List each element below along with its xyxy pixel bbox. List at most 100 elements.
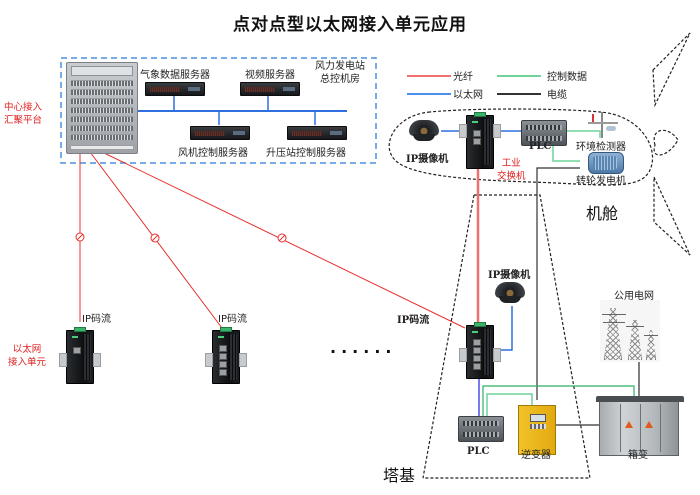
legend-swatch-control [497,74,541,77]
ethernet-port [473,355,481,362]
stream-label-1: IP码流 [82,314,111,325]
industrial-switch-label-line2: 交换机 [497,171,526,182]
legend-item-fiber: 光纤 [407,68,497,83]
camera-dome [409,120,439,136]
legend-swatch-fiber [407,74,451,77]
legend-item-control: 控制数据 [497,68,607,83]
transformer-roof [596,396,684,402]
tower-base-label: 塔基 [383,466,416,485]
core-switch-chassis [66,62,138,154]
warning-sign-icon [645,421,653,428]
cable-generator-inverter [536,167,580,400]
din-rail-right [93,353,101,367]
video-server-label: 视频服务器 [245,70,295,81]
din-rail-left [59,353,67,367]
rotor-blade-top [652,32,691,108]
inverter [518,405,556,455]
pylon-arm [602,314,626,315]
chassis-slot [71,98,133,104]
access-unit-label: 以太网 接入单元 [8,343,46,369]
tower-camera-label: IP摄像机 [488,270,531,281]
generator-label: 转轮发电机 [576,176,626,187]
transformer-door-seam [640,404,641,452]
tower-plc-label: PLC [467,446,490,457]
tower-ip-camera [495,282,525,304]
environment-sensor [586,112,620,138]
rotor-blade-bottom [653,176,691,256]
nacelle-ip-camera [409,120,439,142]
industrial-switch-label-line1: 工业 [501,158,521,169]
more-units-ellipsis: ······ [330,342,397,361]
transformer-door-seam [660,404,661,452]
sensor-crossbar [588,122,618,124]
access-unit-label-line1: 以太网 [12,344,42,355]
ethernet-port [219,345,227,352]
nacelle-plc [521,120,567,146]
ethernet-port [473,339,481,346]
access-unit-label-line2: 接入单元 [8,357,47,368]
nacelle-label: 机舱 [586,204,619,223]
fiber-marker-1 [75,232,85,242]
chassis-slot [71,134,133,140]
camera-dome [495,282,525,298]
rotor-hub [653,129,679,156]
chassis-slot [71,80,133,86]
fiber-marker-2 [150,233,160,243]
legend-swatch-ethernet [407,92,451,95]
ethernet-port [473,347,481,354]
access-unit-2-switch [205,327,247,384]
fiber-line-unit-2 [89,151,223,329]
heatsink-ribs [229,334,237,380]
tower-outline [423,194,591,479]
access-unit-1-switch [59,327,101,384]
chassis-slot [71,107,133,113]
sensor-pole [601,112,603,138]
ethernet-port [473,138,481,145]
terminal-connector [74,327,86,332]
stream-label-2: IP码流 [218,314,247,325]
grid-label: 公用电网 [614,291,654,302]
inverter-display [530,414,546,422]
center-platform-label-line2: 汇聚平台 [4,115,43,126]
terminal-connector [220,327,232,332]
nacelle-industrial-switch [459,112,501,169]
legend-swatch-cable [497,92,541,95]
camera-base [413,134,435,141]
din-rail-left [459,124,467,138]
chassis-top-module [71,66,133,76]
status-led [472,121,478,123]
terminal-connector [474,112,486,117]
warning-sign-icon [625,421,633,428]
substation-control-server [287,126,347,140]
legend: 光纤 控制数据 以太网 电缆 [407,68,607,101]
heatsink-ribs [483,119,491,165]
heatsink-ribs [83,334,91,380]
din-rail-right [239,353,247,367]
control-room-label-line1: 风力发电站 [315,61,365,72]
chassis-slot [71,89,133,95]
legend-label-fiber: 光纤 [453,72,473,83]
weather-server-label: 气象数据服务器 [140,70,210,81]
tower-access-switch [459,322,501,379]
chassis-slot [71,125,133,131]
tower-plc [458,416,504,442]
sensor-cup [606,126,616,131]
eth-camera2-switch [496,306,513,351]
din-rail-right [493,348,501,362]
status-led [472,331,478,333]
chassis-base [70,145,134,150]
inverter-keypad [530,424,546,429]
power-grid-pylons [600,300,660,362]
legend-label-cable: 电缆 [547,90,567,101]
turbine-control-server [190,126,250,140]
control-room-label: 风力发电站 总控机房 [315,60,365,86]
nacelle-camera-label: IP摄像机 [406,154,449,165]
weather-server [145,82,205,96]
camera-base [499,296,521,303]
industrial-switch-label: 工业 交换机 [497,157,526,183]
turbine-control-server-label: 风机控制服务器 [178,148,248,159]
heatsink-ribs [483,329,491,375]
ethernet-port [219,353,227,360]
status-led [72,336,78,338]
page-title: 点对点型以太网接入单元应用 [233,15,467,35]
